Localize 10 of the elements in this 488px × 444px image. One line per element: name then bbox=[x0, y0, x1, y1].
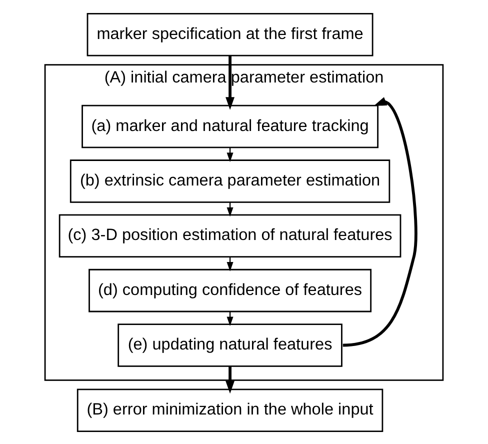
arrow bbox=[342, 96, 418, 346]
node-box: (d) computing confidence of features bbox=[88, 268, 372, 312]
node-box: (a) marker and natural feature tracking bbox=[82, 104, 378, 148]
node-box: marker specification at the first frame bbox=[86, 12, 374, 56]
node-box: (B) error minimization in the whole input bbox=[76, 388, 384, 432]
node-box: (e) updating natural features bbox=[118, 323, 342, 366]
arrow bbox=[226, 55, 235, 110]
node-box: (c) 3-D position estimation of natural features bbox=[58, 214, 402, 258]
node-box: (b) extrinsic camera parameter estimation bbox=[70, 159, 390, 202]
arrow bbox=[226, 366, 235, 394]
